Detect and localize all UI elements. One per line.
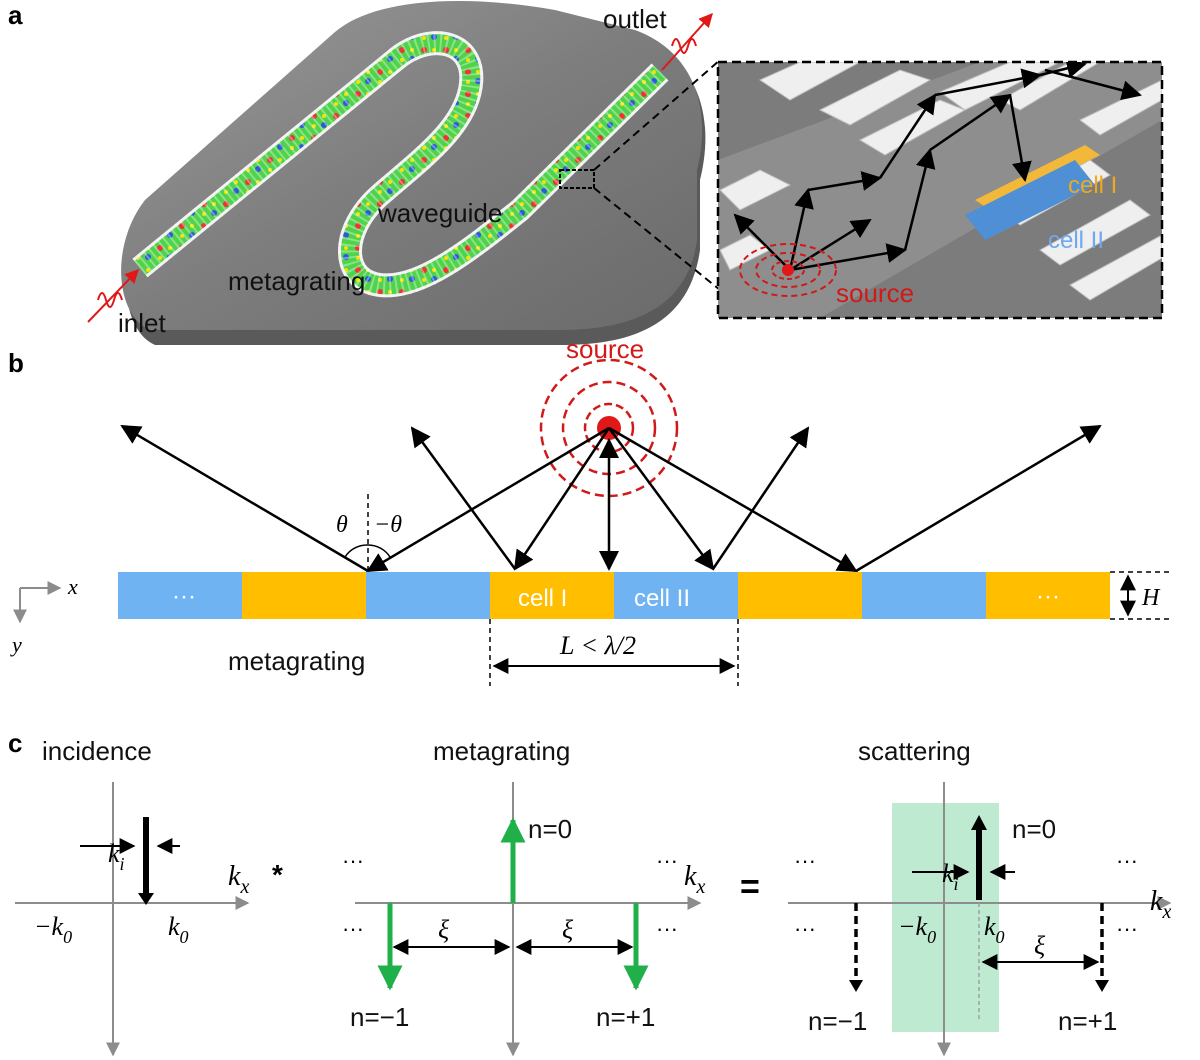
- incidence-k0: k0: [168, 912, 189, 947]
- incidence-title: incidence: [42, 736, 152, 766]
- inset-cell1-strip: [975, 145, 1100, 210]
- grating-cell-orange-1: [242, 572, 366, 619]
- metagrating-label-b: metagrating: [228, 646, 365, 676]
- zoom-line-bottom: [593, 187, 721, 291]
- scat-dots-bl: ···: [794, 916, 816, 941]
- panel-a: a outlet inlet waveguide metagrating: [8, 0, 1164, 346]
- axis-y-label: y: [10, 632, 22, 657]
- inlet-label: inlet: [118, 308, 166, 338]
- grating-cell-orange-2: [490, 572, 614, 619]
- scat-dots-tr: ···: [1116, 848, 1138, 873]
- inset-rays: [733, 62, 1142, 272]
- source-label-b: source: [566, 334, 644, 364]
- grating-cell-blue-4: [862, 572, 986, 619]
- dots-bl: ···: [342, 916, 364, 941]
- grating-cell-blue-2: [366, 572, 490, 619]
- inset-cell2-label: cell II: [1048, 227, 1104, 254]
- panel-c: c incidence ki −k0 k0 kx * metagrating: [8, 728, 1171, 1057]
- inset-cell1-label: cell I: [1068, 172, 1117, 199]
- outlet-label: outlet: [603, 4, 667, 34]
- dots-tl: ···: [342, 848, 364, 873]
- metagrating-title: metagrating: [433, 736, 570, 766]
- rays-b: [120, 424, 1102, 573]
- waveguide-channel: [132, 31, 669, 298]
- inset-source: [739, 243, 837, 297]
- zoom-line-top: [593, 59, 721, 171]
- ellipsis-right-b: ···: [1036, 583, 1060, 610]
- outlet-pulse: [661, 12, 713, 71]
- theta-label: θ: [336, 512, 348, 538]
- scat-dots-br: ···: [1116, 916, 1138, 941]
- metagrating-plot: metagrating ξ ξ n=0 n=−1 n=+1 ··· ··· ··…: [342, 736, 760, 1057]
- scattering-xi-label: ξ: [1034, 931, 1046, 960]
- coordinate-axes: x y: [10, 574, 78, 657]
- scattering-n0-label: n=0: [1012, 814, 1056, 844]
- metagrating-kx: kx: [684, 861, 705, 898]
- length-label: L < λ/2: [559, 631, 636, 660]
- grating-strip: [118, 572, 1110, 619]
- theta-arc: [344, 544, 369, 558]
- scattering-title: scattering: [858, 736, 971, 766]
- h-label: H: [1141, 585, 1161, 611]
- waveguide-label: waveguide: [377, 198, 502, 228]
- neg-theta-label: −θ: [374, 512, 402, 538]
- cell1-label-b: cell I: [518, 585, 567, 612]
- panel-b-letter: b: [8, 348, 24, 378]
- metagrating-label-a: metagrating: [228, 266, 365, 296]
- incidence-neg-k0: −k0: [34, 912, 72, 947]
- dots-tr: ···: [656, 848, 678, 873]
- incidence-plot: incidence ki −k0 k0 kx *: [15, 736, 283, 1057]
- axis-x-label: x: [67, 574, 78, 599]
- scattering-kx: kx: [1150, 886, 1171, 923]
- neg-theta-arc: [367, 544, 391, 558]
- grating-cell-orange-3: [738, 572, 862, 619]
- inset-cell2-strip: [965, 160, 1095, 240]
- scattering-np1-label: n=+1: [1058, 1006, 1117, 1036]
- inlet-pulse: [87, 268, 139, 323]
- xi-left-label: ξ: [438, 915, 450, 944]
- grating-cell-blue-1: [118, 572, 242, 619]
- scattering-nm1-label: n=−1: [808, 1006, 867, 1036]
- panel-b: b source θ −θ: [8, 334, 1170, 686]
- scattering-plot: scattering ki −k0 k0 ξ n=0 n=−1 n=+1 ···…: [788, 736, 1171, 1057]
- panel-a-letter: a: [8, 0, 23, 30]
- np1-label: n=+1: [596, 1002, 655, 1032]
- inset-source-label: source: [836, 278, 914, 308]
- scattering-k0: k0: [984, 912, 1005, 947]
- incidence-ki-label: ki: [108, 839, 125, 874]
- scattering-neg-k0: −k0: [898, 912, 936, 947]
- dots-br: ···: [656, 916, 678, 941]
- scat-dots-tl: ···: [794, 848, 816, 873]
- ellipsis-left-b: ···: [172, 583, 196, 610]
- panel-c-letter: c: [8, 728, 22, 758]
- equals-operator: =: [740, 868, 760, 906]
- incidence-kx: kx: [228, 861, 249, 898]
- grating-cell-blue-3: [614, 572, 738, 619]
- cell2-label-b: cell II: [634, 585, 690, 612]
- n0-label: n=0: [528, 814, 572, 844]
- inset: cell I cell II source: [716, 60, 1164, 320]
- zoom-box: [559, 169, 595, 189]
- convolution-operator: *: [272, 859, 283, 890]
- grating-cell-orange-4: [986, 572, 1110, 619]
- nm1-label: n=−1: [350, 1002, 409, 1032]
- scattering-ki-label: ki: [942, 859, 959, 894]
- xi-right-label: ξ: [562, 915, 574, 944]
